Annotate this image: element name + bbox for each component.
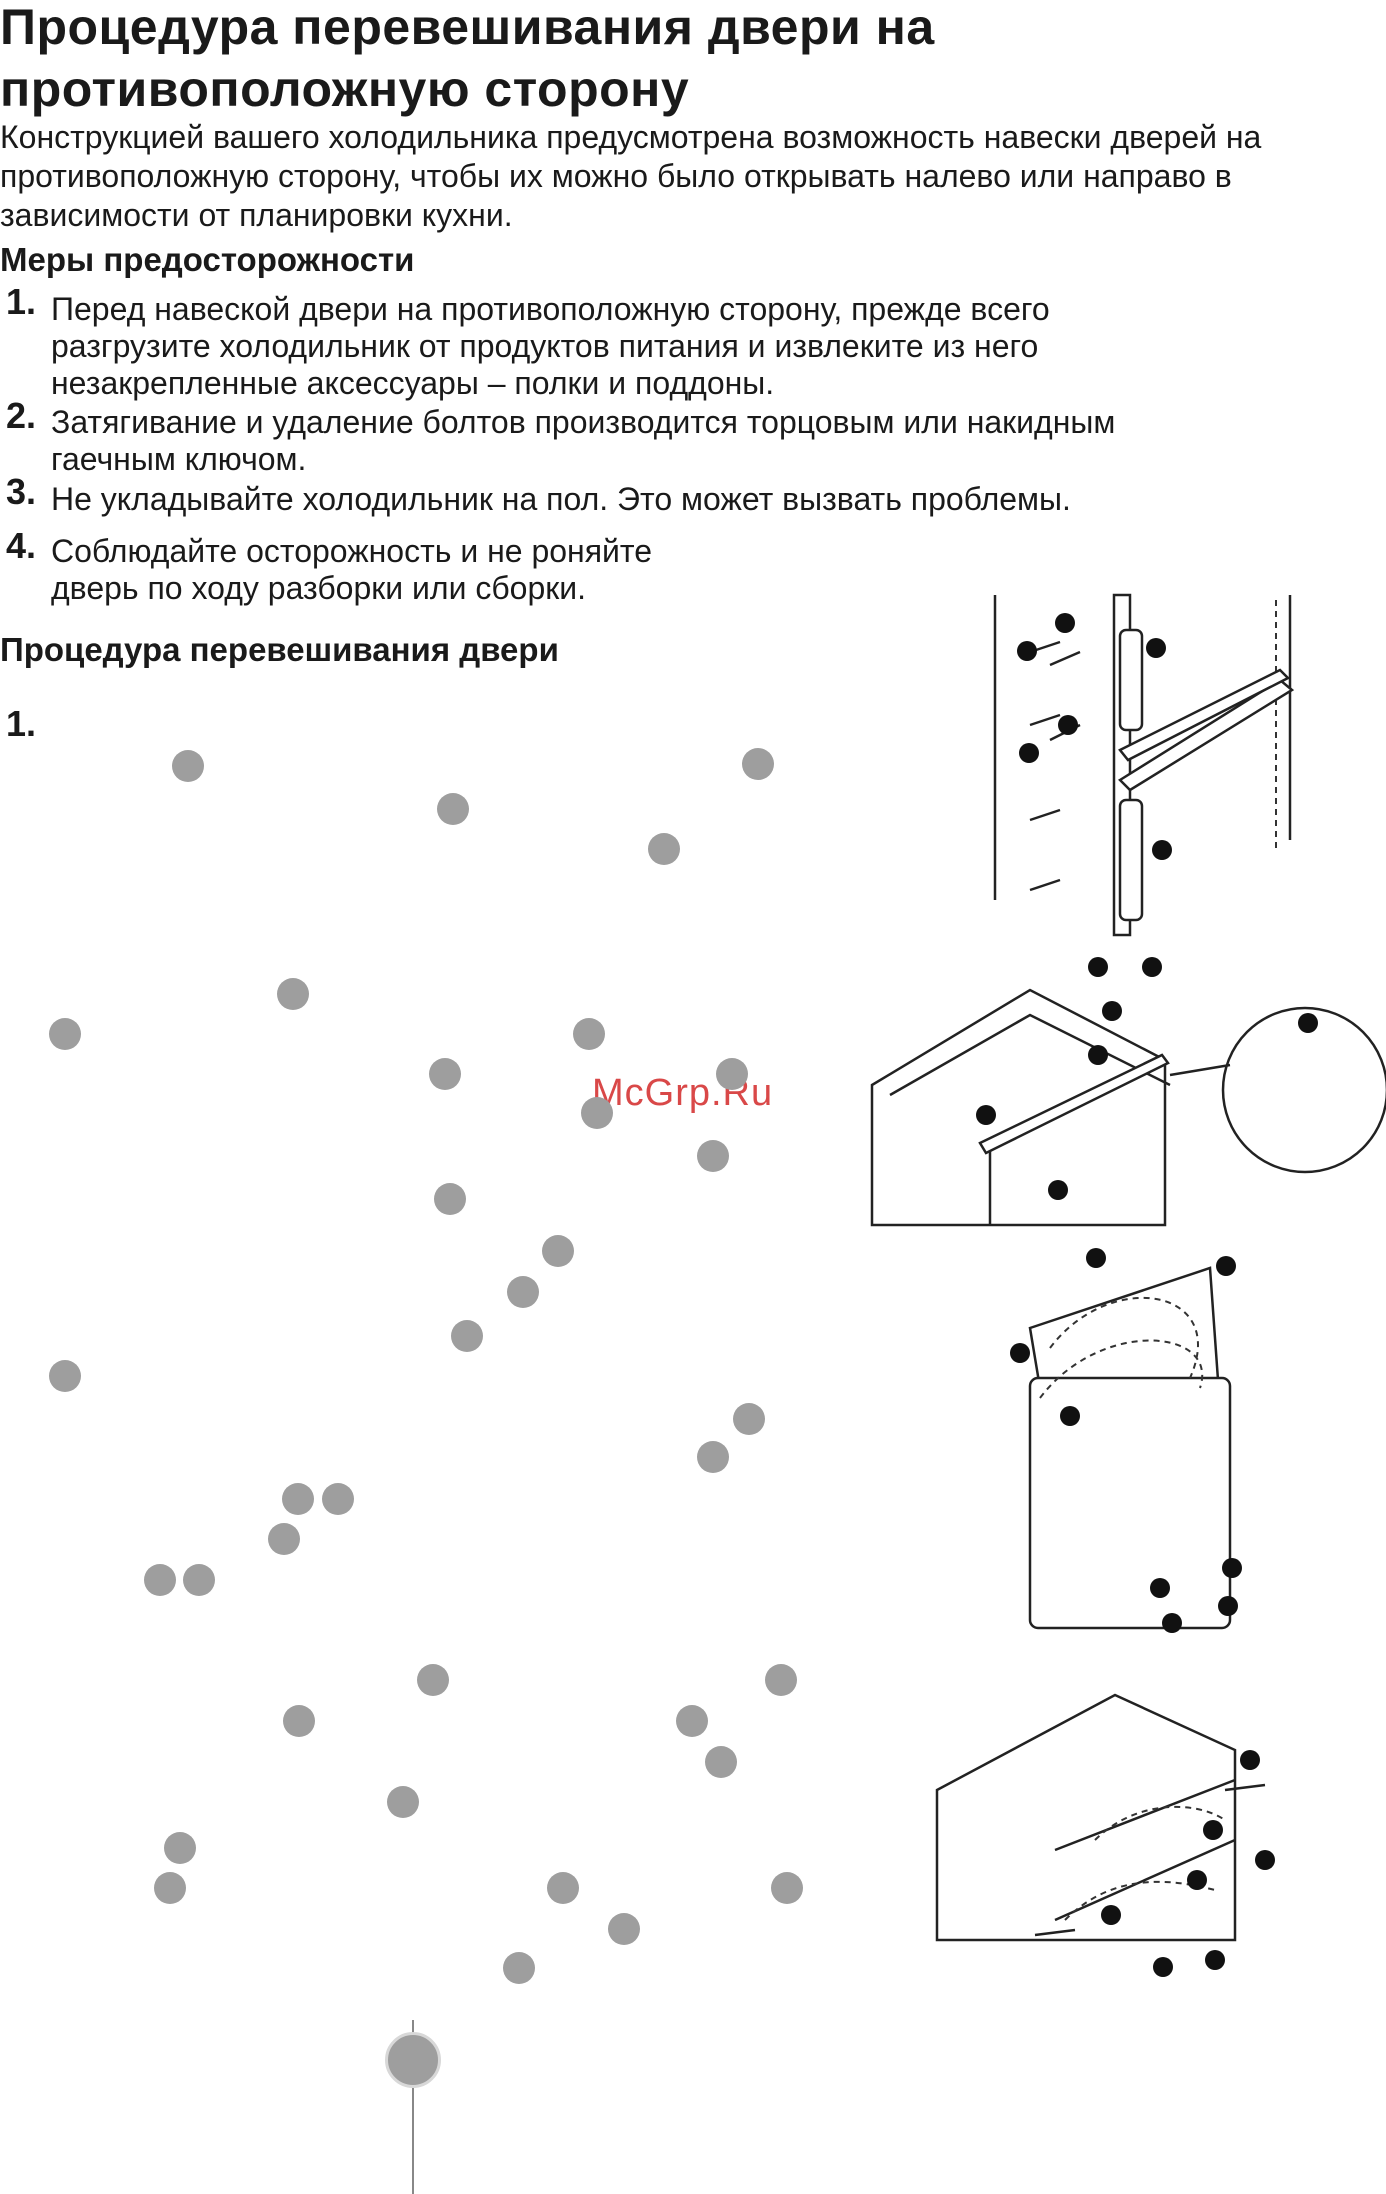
marker-dot <box>451 1320 483 1352</box>
marker-dot <box>429 1058 461 1090</box>
marker-dot <box>608 1913 640 1945</box>
marker-dot <box>542 1235 574 1267</box>
marker-dot <box>573 1018 605 1050</box>
marker-dot <box>765 1664 797 1696</box>
marker-dot <box>697 1140 729 1172</box>
marker-dot <box>697 1441 729 1473</box>
marker-dot <box>172 750 204 782</box>
marker-dot <box>648 833 680 865</box>
door-illustration <box>1010 1248 1242 1633</box>
marker-dot <box>49 1018 81 1050</box>
marker-dot <box>283 1705 315 1737</box>
page-title: Процедура перевешивания двери на противо… <box>0 0 935 117</box>
marker-dot <box>387 1786 419 1818</box>
marker-dot <box>164 1832 196 1864</box>
marker-dot <box>417 1664 449 1696</box>
precaution-text-2: Затягивание и удаление болтов производит… <box>51 404 1116 477</box>
marker-dot <box>581 1097 613 1129</box>
precaution-number-3: 3. <box>6 471 37 512</box>
intro-paragraph: Конструкцией вашего холодильника предусм… <box>0 119 1262 233</box>
marker-dot <box>282 1483 314 1515</box>
marker-dot <box>437 793 469 825</box>
precaution-text-1: Перед навеской двери на противоположную … <box>51 291 1050 401</box>
marker-dot <box>277 978 309 1010</box>
precaution-number-4: 4. <box>6 525 37 566</box>
marker-dot <box>705 1746 737 1778</box>
precaution-number-2: 2. <box>6 395 37 436</box>
marker-dot <box>183 1564 215 1596</box>
marker-dot <box>742 748 774 780</box>
marker-dot <box>49 1360 81 1392</box>
marker-dot <box>547 1872 579 1904</box>
hinge-illustration <box>993 593 1295 937</box>
marker-dot <box>268 1523 300 1555</box>
procedure-step-number: 1. <box>6 703 37 744</box>
marker-dot <box>716 1058 748 1090</box>
marker-dot <box>503 1952 535 1984</box>
marker-dot <box>154 1872 186 1904</box>
precaution-number-1: 1. <box>6 281 37 322</box>
marker-dot <box>733 1403 765 1435</box>
precaution-text-4: Соблюдайте осторожность и не роняйте две… <box>51 533 652 606</box>
marker-dot <box>507 1276 539 1308</box>
marker-dot <box>771 1872 803 1904</box>
marker-dot <box>676 1705 708 1737</box>
bottom-cover-illustration <box>935 1693 1275 1977</box>
precautions-heading: Меры предосторожности <box>0 241 415 278</box>
procedure-heading: Процедура перевешивания двери <box>0 631 559 668</box>
top-hinge-illustration <box>870 957 1386 1227</box>
marker-dot <box>322 1483 354 1515</box>
page-number-line <box>412 2020 414 2194</box>
marker-dot <box>434 1183 466 1215</box>
marker-dot <box>144 1564 176 1596</box>
page-number-marker <box>385 2032 441 2088</box>
precaution-text-3: Не укладывайте холодильник на пол. Это м… <box>51 481 1071 517</box>
